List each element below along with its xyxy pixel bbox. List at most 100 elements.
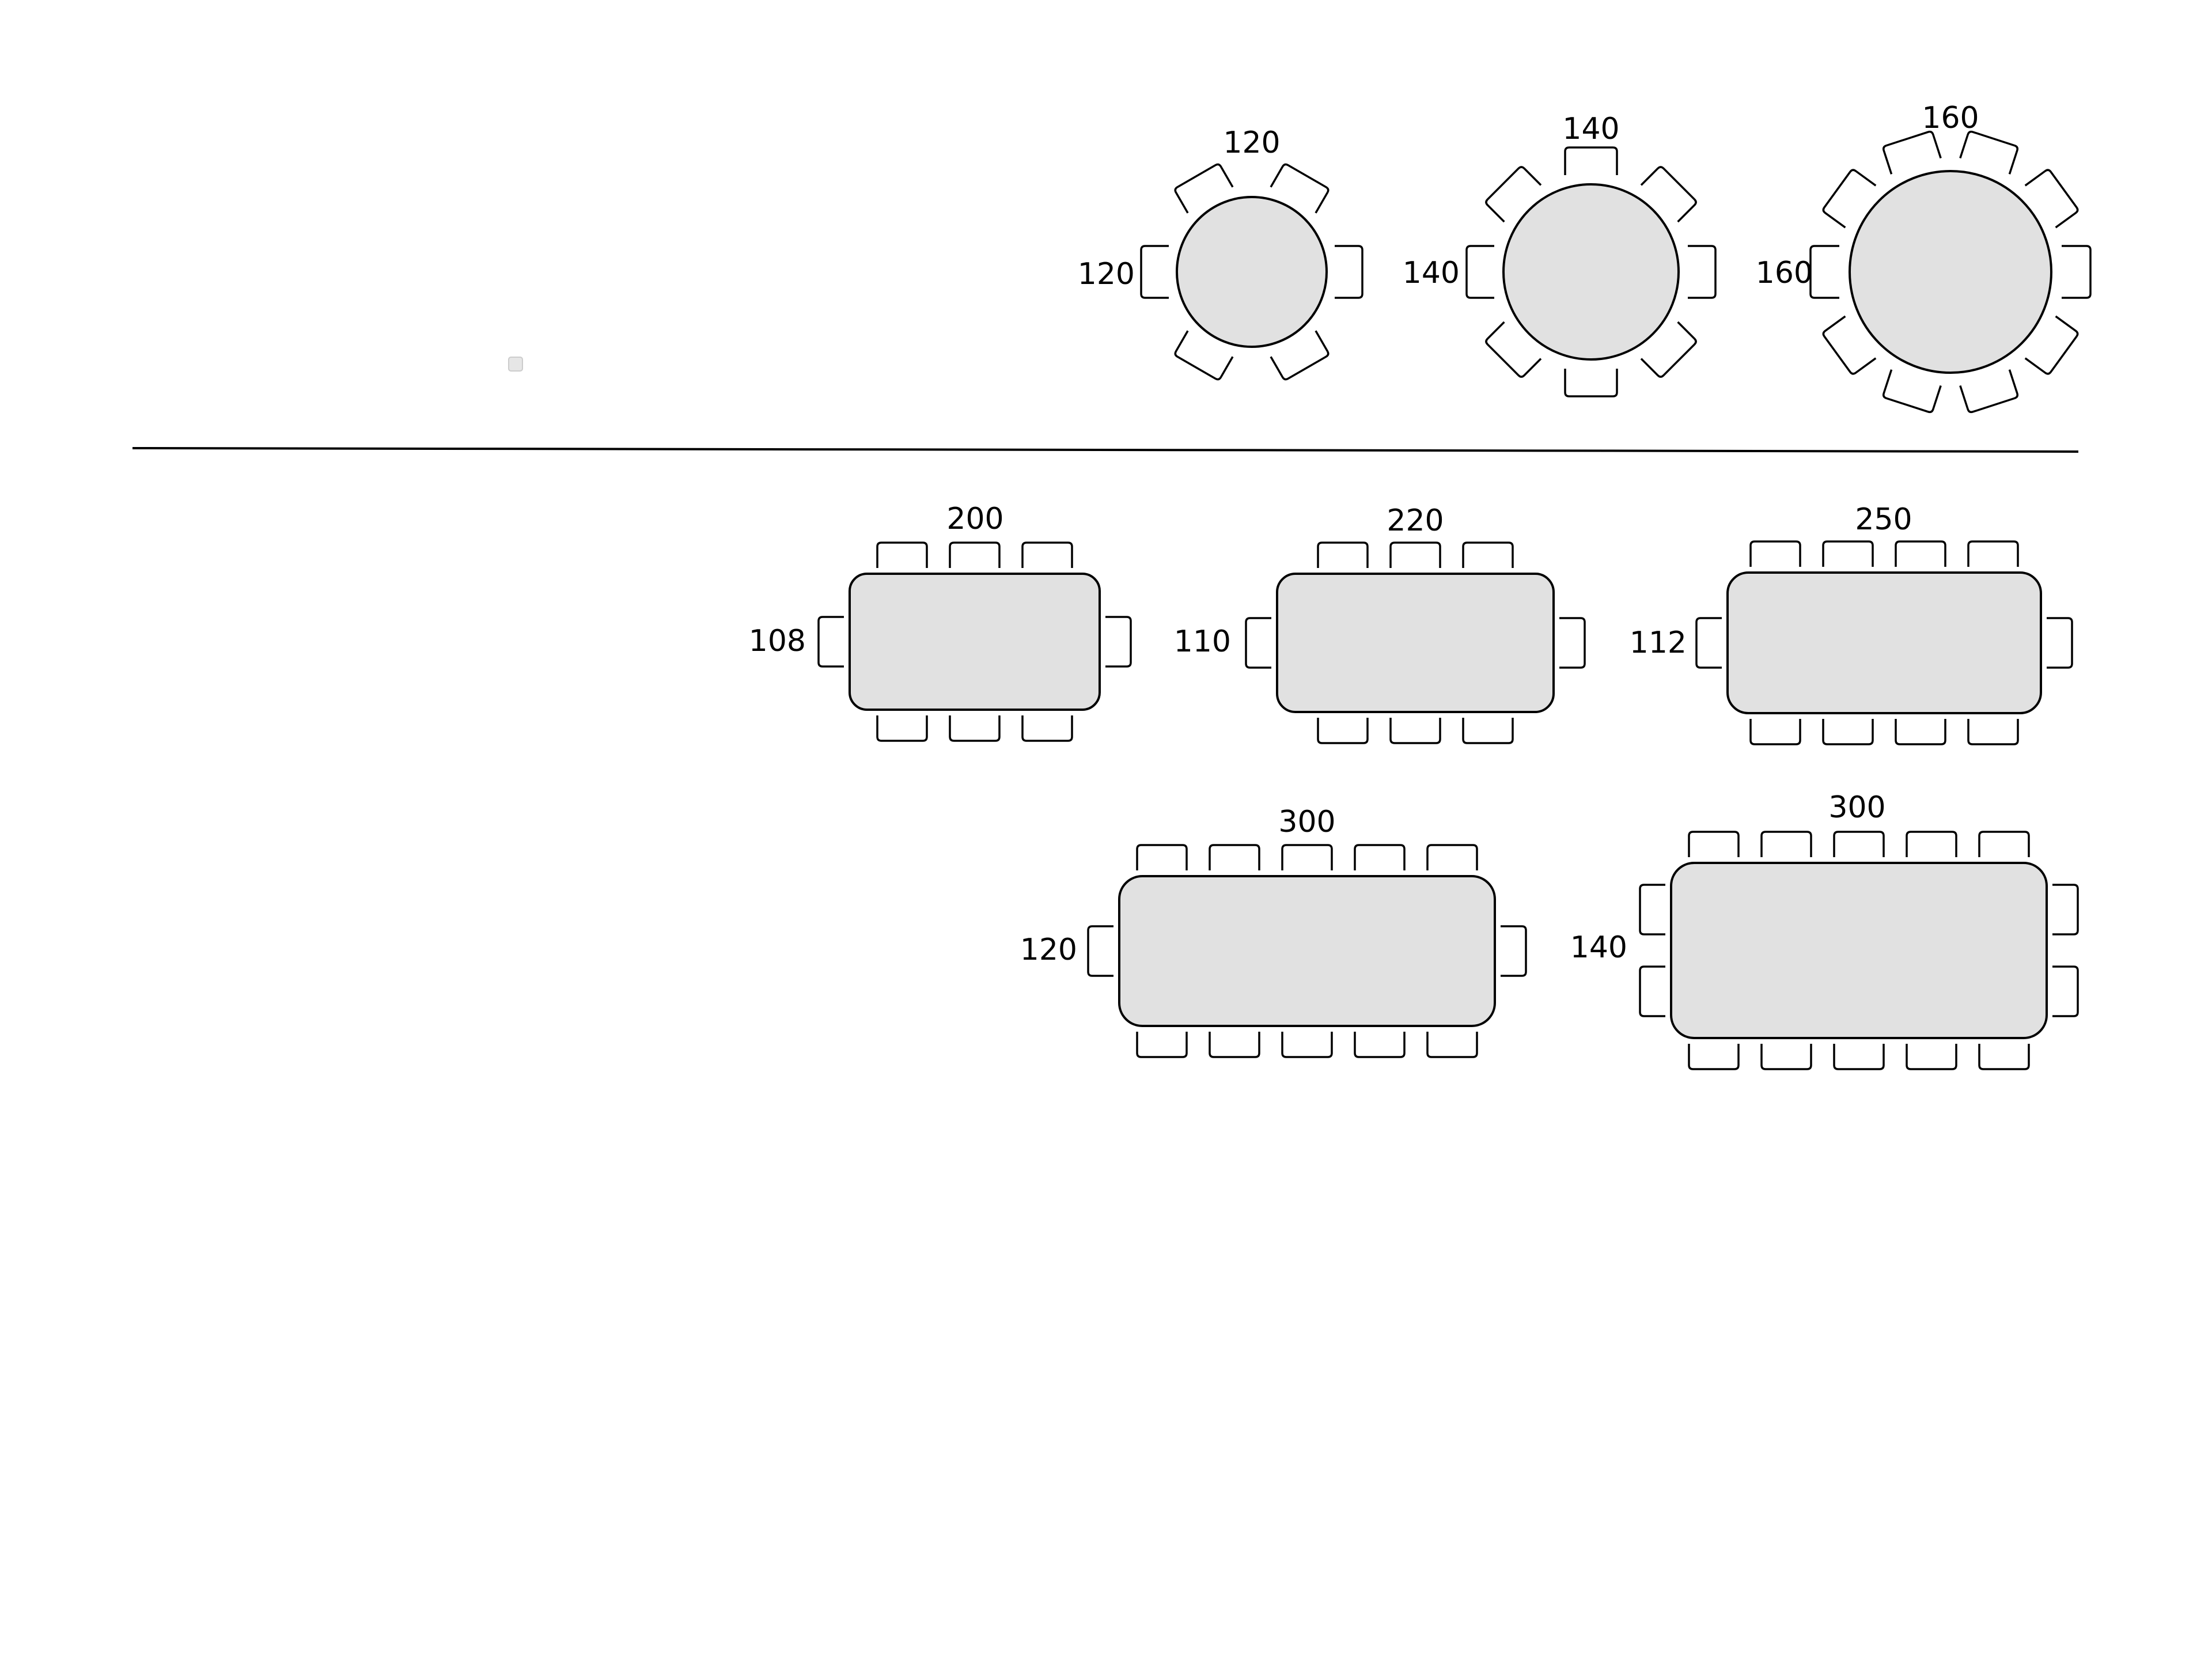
rect-table-300x140: 300 140 <box>1570 790 2079 1070</box>
chair <box>876 541 928 568</box>
chair <box>1136 1032 1188 1058</box>
chair <box>1749 540 1801 567</box>
chair <box>1833 831 1885 857</box>
rect-table-300x120: 300 120 <box>1020 805 1527 1058</box>
chair <box>1688 1044 1740 1070</box>
chair <box>1640 166 1697 223</box>
chair <box>1270 330 1330 381</box>
chairs <box>1245 541 1586 744</box>
chair <box>2052 965 2079 1017</box>
chair <box>1559 617 1586 669</box>
chair <box>1462 541 1514 568</box>
chair <box>1959 130 2018 175</box>
chair <box>817 616 844 668</box>
chair <box>1209 1032 1260 1058</box>
chair <box>1688 831 1740 857</box>
chair <box>1281 844 1333 870</box>
table-top <box>1502 183 1680 361</box>
table-top <box>1726 571 2042 714</box>
chair <box>1485 321 1542 378</box>
chair <box>1021 715 1073 742</box>
side-dimension-label: 140 <box>1403 256 1460 290</box>
chair <box>1822 315 1877 375</box>
chair <box>1639 884 1665 935</box>
chairs <box>1639 831 2079 1070</box>
chair <box>1640 321 1697 378</box>
chair <box>1760 831 1812 857</box>
chair <box>1354 1032 1406 1058</box>
small-mark-icon <box>508 357 523 372</box>
chair <box>1749 719 1801 745</box>
chair <box>1895 540 1946 567</box>
top-dimension-label: 300 <box>1278 805 1335 839</box>
chair <box>1978 1044 2030 1070</box>
table-top <box>849 573 1101 711</box>
chair <box>1564 146 1618 175</box>
table-top <box>1849 170 2052 374</box>
chairs <box>1809 130 2092 414</box>
chair <box>1967 540 2019 567</box>
chair <box>1822 169 1877 229</box>
chair <box>1021 541 1073 568</box>
top-dimension-label: 250 <box>1855 502 1912 537</box>
chair <box>1245 617 1271 669</box>
top-dimension-label: 200 <box>946 502 1003 536</box>
side-dimension-label: 140 <box>1570 930 1627 965</box>
chair <box>1883 369 1942 414</box>
chair <box>1335 245 1363 299</box>
table-top <box>1176 196 1328 348</box>
side-dimension-label: 110 <box>1174 624 1231 659</box>
chair <box>1174 163 1234 214</box>
top-dimension-label: 140 <box>1562 112 1619 146</box>
chair <box>1281 1032 1333 1058</box>
top-dimension-label: 300 <box>1828 790 1885 825</box>
chair <box>1270 163 1330 214</box>
chair <box>1688 245 1717 299</box>
chair <box>1426 1032 1478 1058</box>
top-dimension-label: 220 <box>1387 503 1444 538</box>
chair <box>1833 1044 1885 1070</box>
chair <box>2062 245 2092 299</box>
chair <box>1564 369 1618 397</box>
side-dimension-label: 120 <box>1078 257 1135 291</box>
chair <box>1317 541 1369 568</box>
section-divider <box>132 447 2079 453</box>
chair <box>1462 718 1514 744</box>
rect-table-250x112: 250 112 <box>1630 502 2073 745</box>
chair <box>2047 617 2073 669</box>
chair <box>1465 245 1494 299</box>
side-dimension-label: 120 <box>1020 933 1077 967</box>
chairs <box>817 541 1132 742</box>
chairs <box>1140 163 1363 381</box>
table-top <box>1670 862 2048 1039</box>
rect-table-200x108: 200 108 <box>749 502 1132 742</box>
table-top <box>1118 875 1496 1027</box>
round-table-140: 140 140 <box>1403 112 1717 397</box>
chair <box>1906 831 1957 857</box>
rect-table-220x110: 220 110 <box>1174 503 1586 744</box>
chair <box>1426 844 1478 870</box>
chair <box>1485 166 1542 223</box>
chair <box>1809 245 1839 299</box>
chair <box>1317 718 1369 744</box>
chair <box>1389 541 1441 568</box>
top-dimension-label: 160 <box>1922 101 1979 135</box>
chair <box>1501 925 1527 977</box>
chair <box>1136 844 1188 870</box>
chairs <box>1695 540 2073 745</box>
chair <box>1695 617 1722 669</box>
chairs <box>1087 844 1527 1058</box>
side-dimension-label: 108 <box>749 624 806 658</box>
chair <box>2024 169 2079 229</box>
chair <box>1906 1044 1957 1070</box>
chair <box>1883 130 1942 175</box>
chair <box>1895 719 1946 745</box>
chair <box>1087 925 1113 977</box>
chair <box>1760 1044 1812 1070</box>
chair <box>1354 844 1406 870</box>
round-table-120: 120 120 <box>1078 126 1363 381</box>
chairs <box>1465 146 1717 397</box>
chair <box>1209 844 1260 870</box>
side-dimension-label: 112 <box>1630 626 1687 660</box>
